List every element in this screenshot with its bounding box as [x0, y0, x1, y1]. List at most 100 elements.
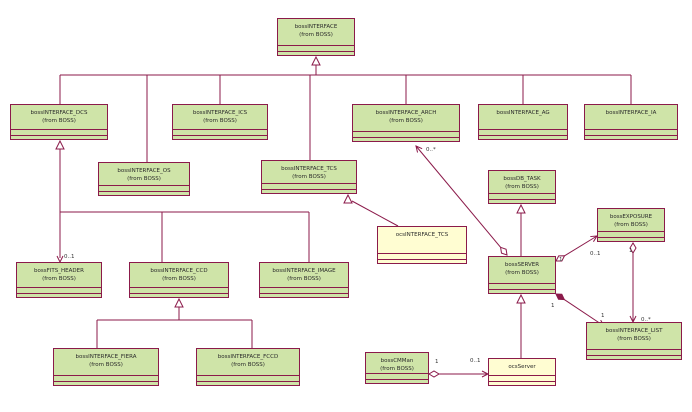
generalization-line [351, 200, 399, 227]
multiplicity-label: 0..1 [64, 254, 75, 260]
class-bossinterface-ccd[interactable]: bossINTERFACE_CCD(from BOSS) [129, 262, 229, 298]
class-name: bossINTERFACE_IA [605, 110, 657, 116]
class-bossinterface-list[interactable]: bossINTERFACE_LIST(from BOSS) [586, 322, 682, 360]
class-name: bossINTERFACE_OS [117, 168, 171, 174]
class-package: (from BOSS) [292, 174, 326, 180]
class-package: (from BOSS) [389, 118, 423, 124]
class-bosscmman[interactable]: bossCMMan (from BOSS) [365, 352, 429, 384]
operation-compartment-divider [173, 135, 267, 136]
class-ocsserver[interactable]: ocsServer [488, 358, 556, 386]
operation-compartment-divider [17, 293, 101, 294]
class-name: bossINTERFACE_FIERA [75, 354, 137, 360]
class-bossinterface-ia[interactable]: bossINTERFACE_IA [584, 104, 678, 140]
attribute-compartment-divider [11, 129, 107, 130]
association-line [564, 235, 598, 257]
multiplicity-label: 1 [629, 248, 633, 254]
class-header: bossDB_TASK (from BOSS) [489, 171, 555, 191]
class-name: ocsServer [508, 364, 536, 370]
class-package: (from BOSS) [42, 118, 76, 124]
class-package: (from BOSS) [505, 184, 539, 190]
multiplicity-label: 0..* [426, 147, 436, 153]
multiplicity-label: 0..* [641, 317, 651, 323]
operation-compartment-divider [598, 237, 664, 238]
generalization-arrowhead [516, 293, 526, 304]
class-header: bossINTERFACE_ARCH (from BOSS) [353, 105, 459, 125]
navigability-arrowhead [415, 145, 423, 153]
aggregation-diamond [499, 246, 508, 256]
attribute-compartment-divider [173, 129, 267, 130]
class-name: bossINTERFACE_AG [496, 110, 550, 116]
class-bossserver[interactable]: bossSERVER(from BOSS) [488, 256, 556, 294]
class-bossinterface[interactable]: bossINTERFACE (from BOSS) [277, 18, 355, 56]
operation-compartment-divider [489, 199, 555, 200]
class-package: (from BOSS) [614, 222, 648, 228]
class-name: bossINTERFACE_DCS [30, 110, 88, 116]
class-bossexposure[interactable]: bossEXPOSURE (from BOSS) [597, 208, 665, 242]
operation-compartment-divider [353, 137, 459, 138]
class-header: bossINTERFACE_FCCD(from BOSS) [197, 349, 299, 369]
class-bossinterface-fccd[interactable]: bossINTERFACE_FCCD(from BOSS) [196, 348, 300, 386]
multiplicity-label: 0..1 [470, 358, 481, 364]
class-header: bossINTERFACE_OS(from BOSS) [99, 163, 189, 183]
class-header: bossFITS_HEADER(from BOSS) [17, 263, 101, 283]
class-header: bossINTERFACE_CCD(from BOSS) [130, 263, 228, 283]
class-header: bossINTERFACE_FIERA(from BOSS) [54, 349, 158, 369]
class-ocsinterface-tcs[interactable]: ocsINTERFACE_TCS [377, 226, 467, 264]
class-header: ocsServer [489, 359, 555, 371]
class-bossinterface-fiera[interactable]: bossINTERFACE_FIERA(from BOSS) [53, 348, 159, 386]
attribute-compartment-divider [587, 349, 681, 350]
operation-compartment-divider [278, 51, 354, 52]
operation-compartment-divider [489, 381, 555, 382]
operation-compartment-divider [585, 135, 677, 136]
generalization-arrowhead [174, 297, 184, 308]
attribute-compartment-divider [479, 129, 567, 130]
attribute-compartment-divider [278, 45, 354, 46]
multiplicity-label: 1 [551, 303, 555, 309]
attribute-compartment-divider [353, 131, 459, 132]
class-package: (from BOSS) [287, 276, 321, 282]
class-name: bossINTERFACE_LIST [605, 328, 663, 334]
association-line [415, 145, 501, 248]
attribute-compartment-divider [54, 375, 158, 376]
multiplicity-label: 1 [559, 257, 563, 263]
class-package: (from BOSS) [380, 366, 414, 372]
class-header: bossEXPOSURE (from BOSS) [598, 209, 664, 229]
class-package: (from BOSS) [42, 276, 76, 282]
class-name: bossINTERFACE_ARCH [375, 110, 437, 116]
class-bossinterface-ics[interactable]: bossINTERFACE_ICS(from BOSS) [172, 104, 268, 140]
class-name: bossCMMan [380, 358, 414, 364]
operation-compartment-divider [366, 379, 428, 380]
class-package: (from BOSS) [299, 32, 333, 38]
class-bossfits-header[interactable]: bossFITS_HEADER(from BOSS) [16, 262, 102, 298]
class-package: (from BOSS) [505, 270, 539, 276]
class-bossdb-task[interactable]: bossDB_TASK (from BOSS) [488, 170, 556, 204]
class-bossinterface-tcs[interactable]: bossINTERFACE_TCS(from BOSS) [261, 160, 357, 194]
operation-compartment-divider [587, 355, 681, 356]
class-name: bossINTERFACE_IMAGE [272, 268, 336, 274]
generalization-arrowhead [311, 55, 321, 66]
class-bossinterface-image[interactable]: bossINTERFACE_IMAGE (from BOSS) [259, 262, 349, 298]
attribute-compartment-divider [197, 375, 299, 376]
operation-compartment-divider [54, 381, 158, 382]
class-name: bossINTERFACE [294, 24, 338, 30]
generalization-arrowhead [343, 193, 353, 204]
class-package: (from BOSS) [231, 362, 265, 368]
class-header: bossINTERFACE_ICS(from BOSS) [173, 105, 267, 125]
class-bossinterface-ag[interactable]: bossINTERFACE_AG [478, 104, 568, 140]
class-bossinterface-os[interactable]: bossINTERFACE_OS(from BOSS) [98, 162, 190, 196]
attribute-compartment-divider [262, 183, 356, 184]
class-package: (from BOSS) [162, 276, 196, 282]
class-header: bossCMMan (from BOSS) [366, 353, 428, 373]
attribute-compartment-divider [598, 231, 664, 232]
operation-compartment-divider [130, 293, 228, 294]
class-bossinterface-dcs[interactable]: bossINTERFACE_DCS (from BOSS) [10, 104, 108, 140]
navigability-arrowhead [590, 235, 598, 242]
operation-compartment-divider [11, 135, 107, 136]
class-header: bossINTERFACE_DCS (from BOSS) [11, 105, 107, 125]
class-name: bossEXPOSURE [609, 214, 653, 220]
class-bossinterface-arch[interactable]: bossINTERFACE_ARCH (from BOSS) [352, 104, 460, 142]
attribute-compartment-divider [489, 375, 555, 376]
class-name: bossDB_TASK [503, 176, 541, 182]
